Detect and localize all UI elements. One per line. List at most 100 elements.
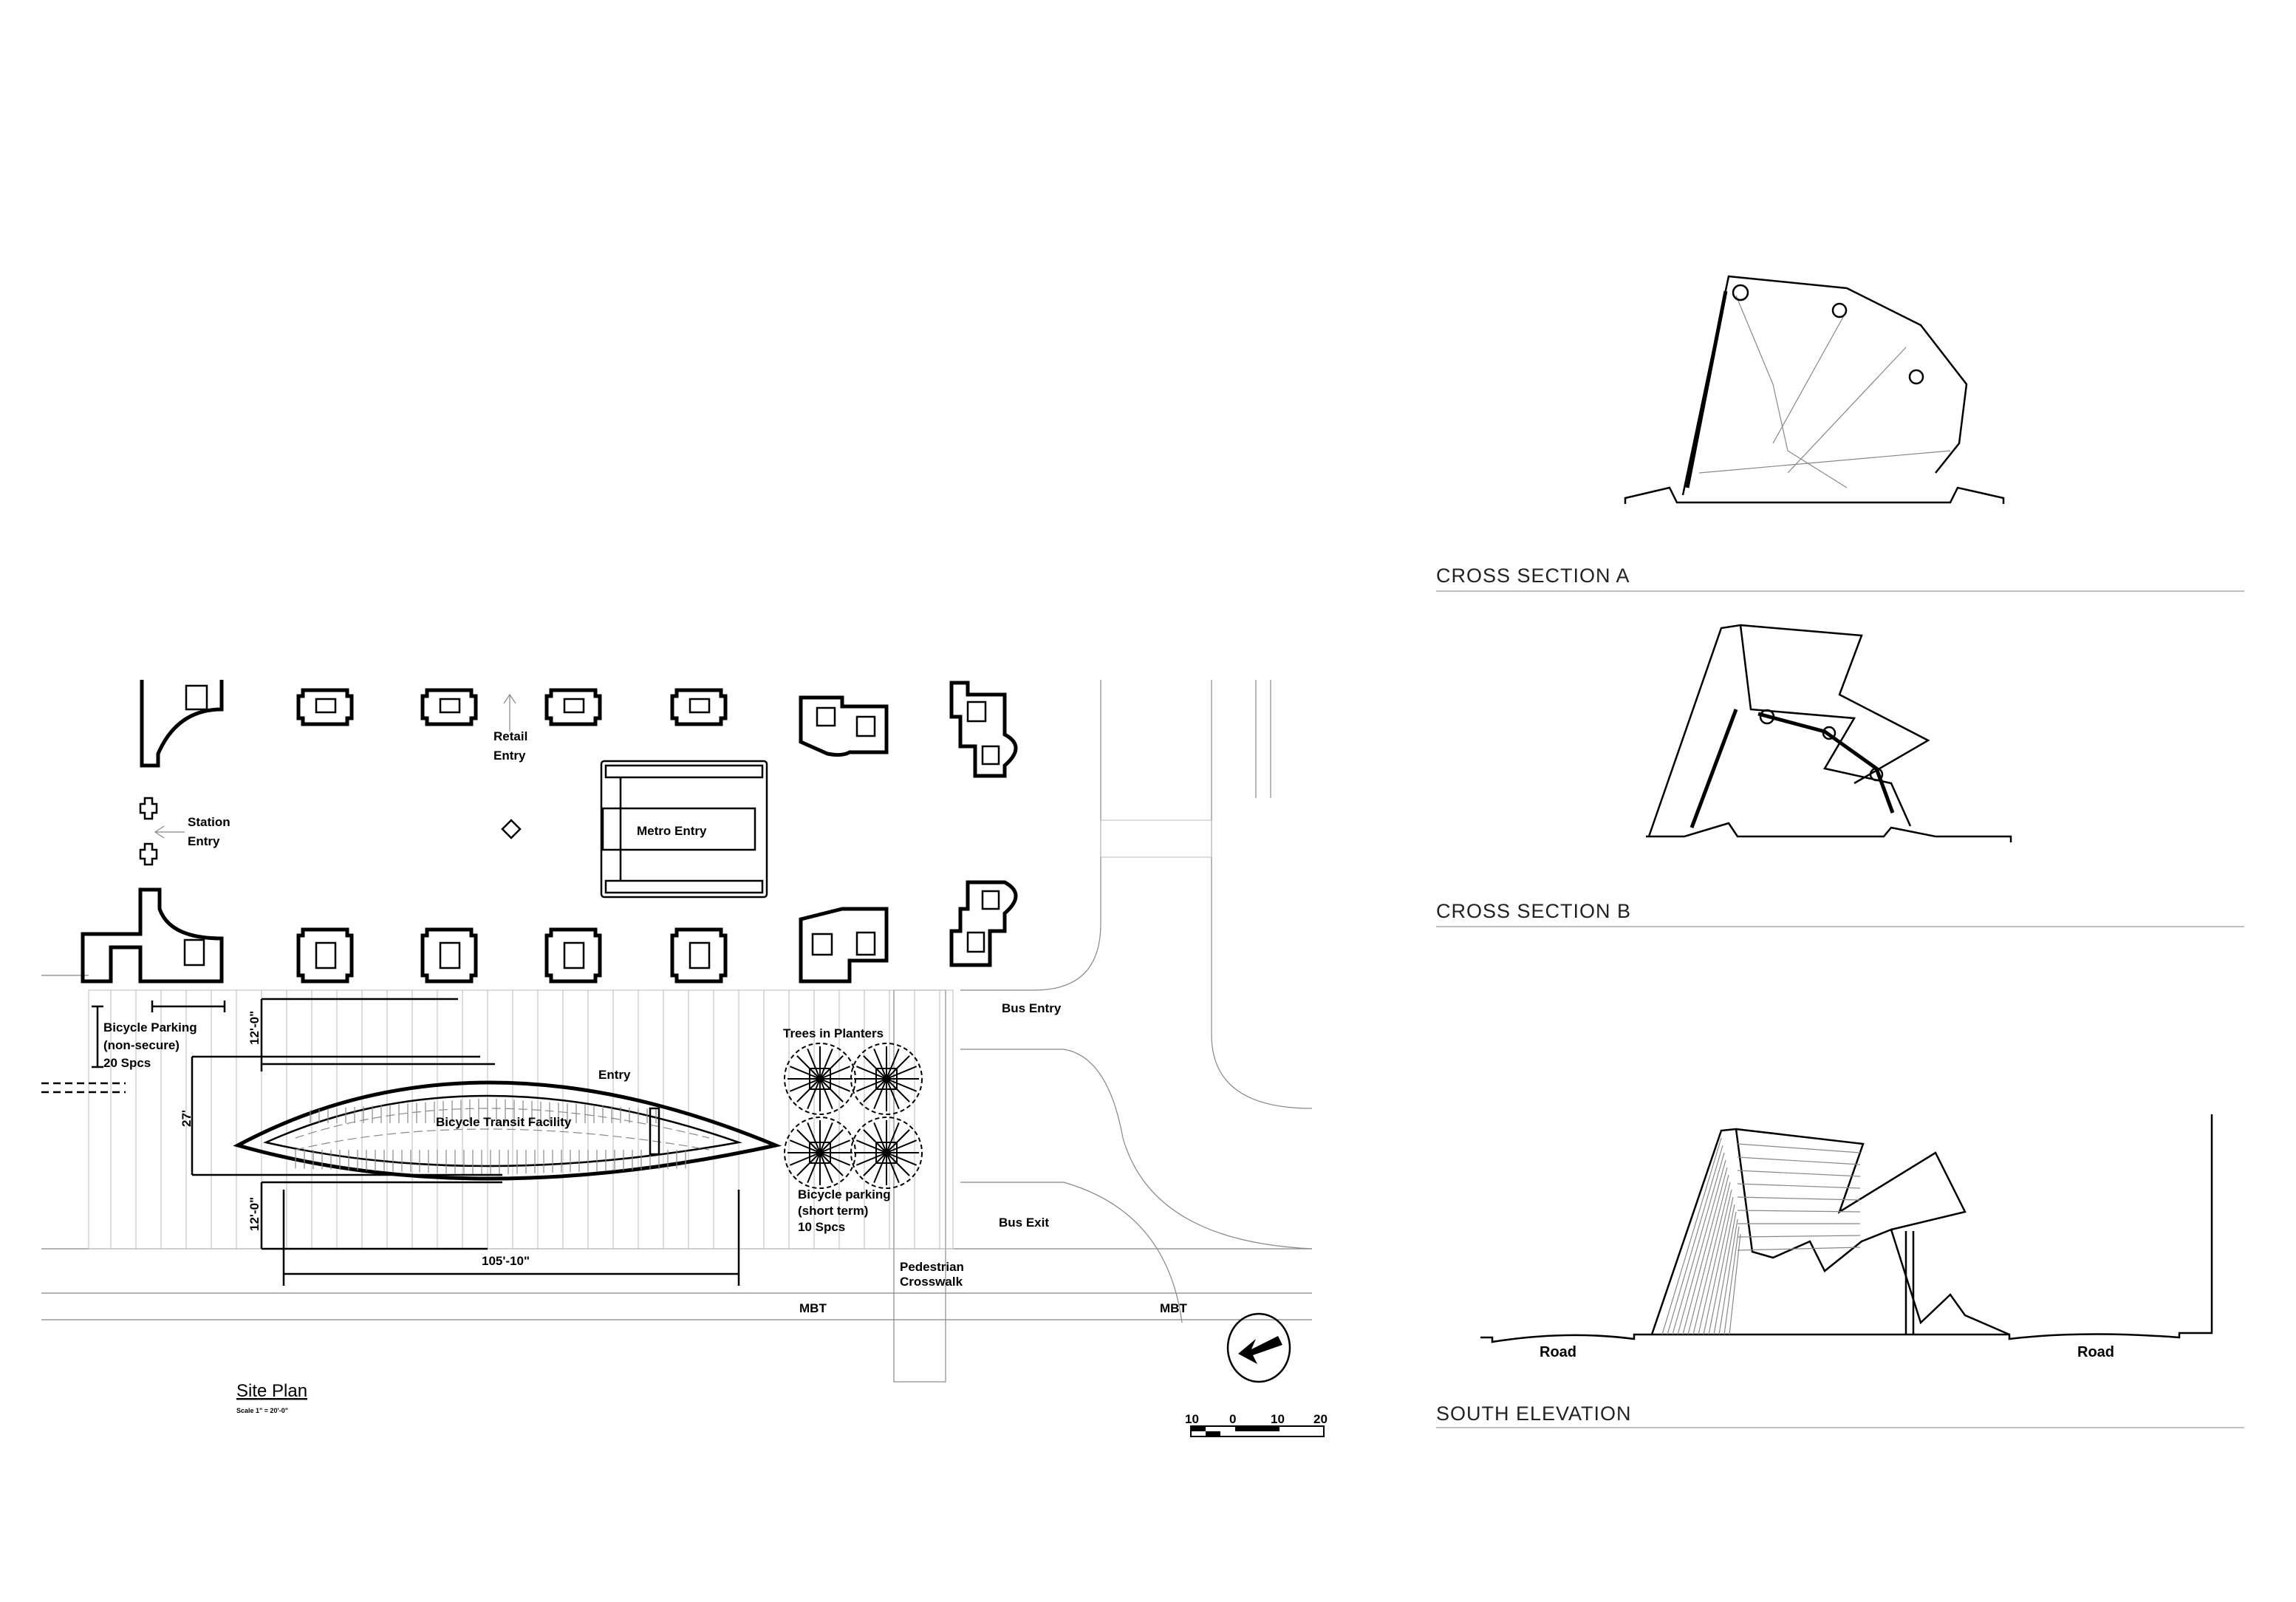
cladding-line bbox=[1713, 1211, 1737, 1335]
panel-line bbox=[1737, 1183, 1861, 1189]
station-entry-label: Station bbox=[188, 815, 230, 829]
dimensions: 27' 12'-0" 12'-0" 105'-10" bbox=[180, 998, 740, 1286]
tree-branch bbox=[807, 1078, 821, 1110]
setback-bottom-dimension: 12'-0" bbox=[247, 1197, 262, 1231]
cladding-line bbox=[1682, 1167, 1728, 1335]
tree-branch bbox=[819, 1048, 833, 1080]
cross-section-b bbox=[1646, 624, 2012, 842]
scale-label: 0 bbox=[1229, 1412, 1236, 1426]
tree-branch bbox=[796, 1078, 821, 1102]
station-arrow-icon bbox=[154, 825, 185, 839]
crosswalk-label-2: Crosswalk bbox=[900, 1275, 963, 1289]
metro-entry-label: Metro Entry bbox=[637, 824, 707, 838]
panel-line bbox=[1737, 1170, 1861, 1177]
tree-branch bbox=[807, 1122, 821, 1153]
scale-bar: 10 0 10 20 bbox=[1185, 1412, 1328, 1437]
tree-branch bbox=[863, 1129, 887, 1153]
setback-top-dimension: 12'-0" bbox=[247, 1011, 262, 1045]
tree-branch bbox=[855, 1078, 887, 1092]
entry-label: Entry bbox=[598, 1068, 631, 1082]
tree-branch bbox=[789, 1078, 821, 1092]
tree-branch bbox=[807, 1152, 821, 1184]
tree-branch bbox=[819, 1139, 851, 1153]
retail-arrow-icon bbox=[503, 693, 516, 732]
tree-branch bbox=[819, 1078, 833, 1110]
north-arrow-icon bbox=[1226, 1312, 1291, 1383]
tree-branch bbox=[819, 1152, 833, 1184]
tree-branch bbox=[819, 1078, 844, 1102]
building bbox=[670, 688, 728, 726]
tree-branch bbox=[819, 1066, 851, 1080]
retail-entry-label: Retail bbox=[493, 729, 527, 743]
tree-branch bbox=[886, 1152, 900, 1184]
cladding-line bbox=[1667, 1145, 1723, 1335]
cladding-line bbox=[1723, 1226, 1740, 1335]
tree-branch bbox=[796, 1129, 821, 1153]
building-core bbox=[689, 698, 711, 714]
building bbox=[296, 927, 354, 984]
length-dimension: 105'-10" bbox=[482, 1254, 530, 1268]
tree-branch bbox=[886, 1152, 918, 1166]
scale-label: 10 bbox=[1271, 1412, 1285, 1426]
diamond-marker bbox=[501, 819, 522, 839]
cladding-line bbox=[1729, 1233, 1741, 1335]
tree-branch bbox=[819, 1152, 851, 1166]
panel-line bbox=[1737, 1210, 1861, 1213]
bus-exit-label: Bus Exit bbox=[999, 1216, 1049, 1230]
building bbox=[544, 688, 602, 726]
bus-entry-label: Bus Entry bbox=[1002, 1001, 1062, 1015]
building bbox=[420, 688, 478, 726]
scale-note: Scale 1" = 20'-0" bbox=[236, 1407, 288, 1414]
road-label-left: Road bbox=[1540, 1344, 1576, 1360]
tree-icon bbox=[850, 1043, 923, 1115]
tree-branch bbox=[807, 1048, 821, 1080]
mbt-label: MBT bbox=[799, 1301, 827, 1315]
site-plan-title: Site Plan bbox=[236, 1381, 307, 1401]
cladding-line bbox=[1677, 1159, 1726, 1335]
retail-entry-label-2: Entry bbox=[493, 749, 526, 763]
panel-line bbox=[1737, 1156, 1861, 1165]
bicycle-transit-facility: Bicycle Transit Facility Entry bbox=[233, 1068, 782, 1181]
plaza-paving bbox=[88, 989, 954, 1250]
tree-branch bbox=[886, 1139, 918, 1153]
scale-label: 10 bbox=[1185, 1412, 1199, 1426]
planter bbox=[809, 1142, 831, 1164]
building-core bbox=[315, 941, 337, 969]
width-dimension: 27' bbox=[180, 1110, 194, 1127]
south-elevation-title: SOUTH ELEVATION bbox=[1436, 1402, 1632, 1425]
tree-branch bbox=[873, 1122, 887, 1153]
bicycle-parking-label-2: (non-secure) bbox=[103, 1038, 180, 1052]
planter bbox=[875, 1142, 898, 1164]
bicycle-parking-label-3: 20 Spcs bbox=[103, 1056, 151, 1070]
cladding-line bbox=[1687, 1174, 1729, 1335]
cross-section-b-title: CROSS SECTION B bbox=[1436, 900, 1631, 922]
panel-line bbox=[1737, 1196, 1861, 1201]
short-term-parking-label-2: (short term) bbox=[798, 1204, 868, 1218]
tree-branch bbox=[886, 1048, 900, 1080]
trees-in-planters bbox=[784, 1043, 923, 1189]
building-core bbox=[439, 941, 461, 969]
south-elevation bbox=[1480, 1114, 2213, 1343]
tree-branch bbox=[819, 1129, 844, 1153]
panel-line bbox=[1737, 1247, 1861, 1251]
building-core bbox=[689, 941, 711, 969]
trees-label: Trees in Planters bbox=[783, 1026, 884, 1040]
tree-branch bbox=[886, 1152, 910, 1176]
tree-branch bbox=[886, 1078, 910, 1102]
cladding-line bbox=[1672, 1152, 1725, 1335]
panel-line bbox=[1737, 1143, 1861, 1153]
tree-branch bbox=[886, 1078, 918, 1092]
roads bbox=[41, 680, 1313, 1383]
tree-branch bbox=[873, 1048, 887, 1080]
cladding-line bbox=[1703, 1196, 1734, 1335]
tree-branch bbox=[796, 1055, 821, 1080]
building bbox=[420, 927, 478, 984]
tree-branch bbox=[855, 1066, 887, 1080]
site-plan: Metro Entry Retail Entry Station Entry B… bbox=[41, 680, 1328, 1437]
tree-branch bbox=[886, 1122, 900, 1153]
building-core bbox=[315, 698, 337, 714]
paving-pattern bbox=[110, 990, 940, 1249]
planter bbox=[875, 1068, 898, 1090]
tree-branch bbox=[855, 1152, 887, 1166]
